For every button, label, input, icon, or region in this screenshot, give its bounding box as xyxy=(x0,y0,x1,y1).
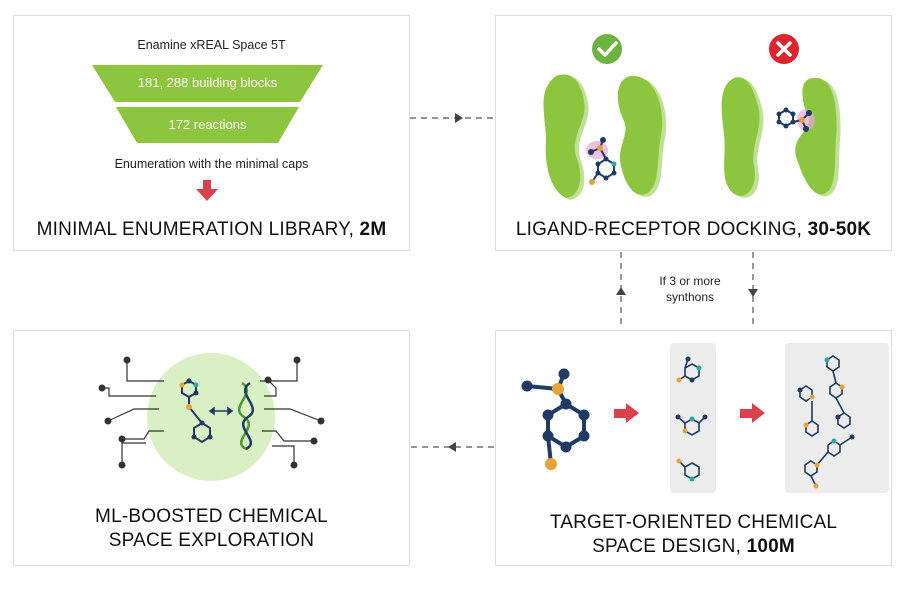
arrow-down-icon xyxy=(748,289,758,297)
title-count: 2M xyxy=(359,219,387,240)
dna-icon xyxy=(237,381,255,451)
funnel-bottom: 172 reactions xyxy=(116,107,299,143)
receptor-good xyxy=(543,74,667,200)
starting-molecule-icon xyxy=(521,368,590,470)
building-blocks-label: 181, 288 building blocks xyxy=(137,75,278,90)
panel-title-line1: ML-BOOSTED CHEMICAL xyxy=(95,506,328,527)
ligand-blocked xyxy=(776,107,815,132)
funnel-top-shape xyxy=(92,65,323,102)
product-atoms xyxy=(797,357,855,489)
down-arrow-icon xyxy=(196,180,218,201)
exchange-icon xyxy=(208,406,234,416)
arrow-right-icon xyxy=(455,113,463,123)
title-text: LIGAND-RECEPTOR DOCKING, xyxy=(515,219,808,240)
ml-illustration xyxy=(98,353,325,481)
title-text: MINIMAL ENUMERATION LIBRARY, xyxy=(36,219,360,240)
condition-note: If 3 or more synthons xyxy=(640,273,740,305)
condition-line1: If 3 or more xyxy=(659,274,721,288)
panel-title: MINIMAL ENUMERATION LIBRARY, 2M xyxy=(14,219,409,241)
check-icon xyxy=(592,34,622,64)
cross-icon xyxy=(769,34,799,64)
title-text: SPACE DESIGN, xyxy=(592,536,747,557)
synthon-atoms xyxy=(675,356,708,482)
funnel-bottom-shape xyxy=(116,107,299,143)
arrow-up-icon xyxy=(616,287,626,295)
arrow-right-icon xyxy=(614,403,639,423)
minimal-enumeration-panel: Enamine xREAL Space 5T 181, 288 building… xyxy=(13,15,410,251)
source-label: Enamine xREAL Space 5T xyxy=(137,38,286,52)
step-caption: Enumeration with the minimal caps xyxy=(114,157,309,171)
receptor-bad xyxy=(721,77,841,198)
target-oriented-panel: TARGET-ORIENTED CHEMICAL SPACE DESIGN, 1… xyxy=(495,330,892,566)
condition-line2: synthons xyxy=(665,290,715,304)
ligand-docked xyxy=(586,137,617,185)
panel-title: LIGAND-RECEPTOR DOCKING, 30-50K xyxy=(496,219,891,241)
panel-title-line2: SPACE DESIGN, 100M xyxy=(496,536,891,558)
circuit-nodes xyxy=(98,356,325,469)
reactions-label: 172 reactions xyxy=(168,117,247,132)
target-oriented-illustration xyxy=(521,343,889,493)
arrow-right-icon xyxy=(740,403,765,423)
docking-illustration xyxy=(543,34,841,200)
title-count: 30-50K xyxy=(807,219,872,240)
molecule-atoms xyxy=(179,378,213,440)
title-count: 100M xyxy=(746,536,795,557)
panel-title-line2: SPACE EXPLORATION xyxy=(108,530,315,551)
arrow-left-icon xyxy=(448,442,456,452)
ml-boosted-panel: ML-BOOSTED CHEMICAL SPACE EXPLORATION xyxy=(13,330,410,566)
funnel-top: 181, 288 building blocks xyxy=(92,65,323,102)
docking-panel: LIGAND-RECEPTOR DOCKING, 30-50K xyxy=(495,15,892,251)
panel-title-line1: TARGET-ORIENTED CHEMICAL xyxy=(549,512,838,533)
